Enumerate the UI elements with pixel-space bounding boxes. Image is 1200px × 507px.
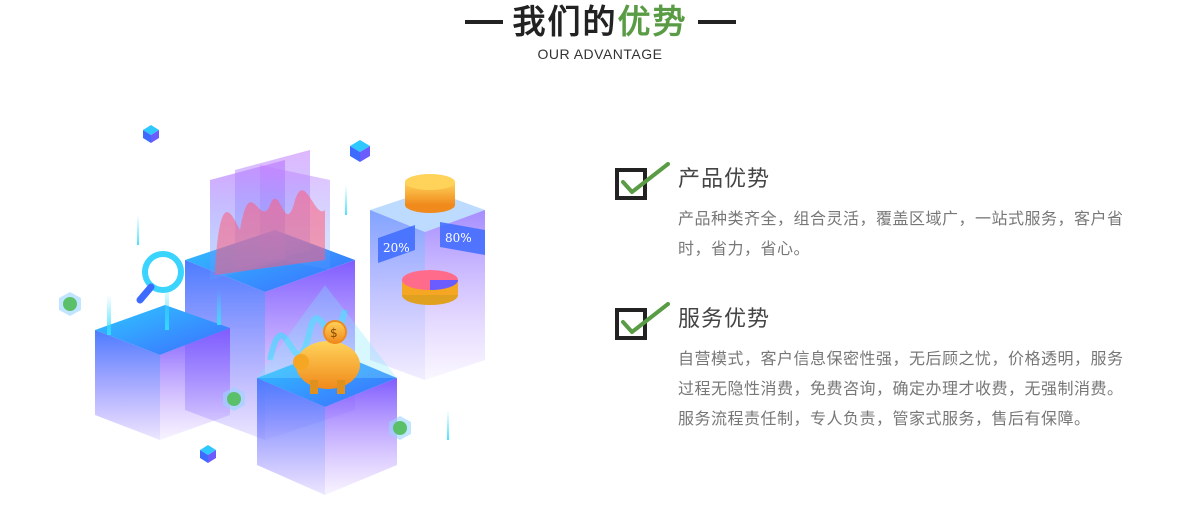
floating-coin-icon <box>389 416 411 440</box>
left-cube <box>95 285 230 440</box>
feature-product-advantage: 产品优势 产品种类齐全，组合灵活，覆盖区域广，一站式服务，客户省时，省力，省心。 <box>614 160 1154 264</box>
floating-coin-icon <box>223 387 245 411</box>
features-list: 产品优势 产品种类齐全，组合灵活，覆盖区域广，一站式服务，客户省时，省力，省心。… <box>614 160 1154 434</box>
feature-service-advantage: 服务优势 自营模式，客户信息保密性强，无后顾之忧，价格透明，服务过程无隐性消费，… <box>614 300 1154 434</box>
section-header: 我们的优势 OUR ADVANTAGE <box>0 2 1200 62</box>
section-subtitle: OUR ADVANTAGE <box>537 46 663 62</box>
title-right-dash <box>697 20 736 24</box>
label-20-percent: 20% <box>383 241 410 255</box>
floating-cube-icon <box>350 140 370 162</box>
piggy-bank-cube: $ <box>257 285 397 495</box>
right-cube: 20% 80% <box>370 174 485 380</box>
piggy-bank-icon <box>293 341 360 394</box>
magnifier-icon <box>136 251 184 304</box>
floating-coin-icon <box>59 292 81 316</box>
checkbox-check-icon <box>615 302 670 340</box>
checkbox-check-icon <box>615 162 670 200</box>
title-left-dash <box>464 20 503 24</box>
feature-description: 产品种类齐全，组合灵活，覆盖区域广，一站式服务，客户省时，省力，省心。 <box>678 209 1124 258</box>
title-row: 我们的优势 <box>0 2 1200 42</box>
feature-title: 产品优势 <box>678 167 771 192</box>
isometric-finance-illustration: 20% 80% $ <box>59 125 485 495</box>
feature-title: 服务优势 <box>678 307 771 332</box>
feature-description: 自营模式，客户信息保密性强，无后顾之忧，价格透明，服务过程无隐性消费，免费咨询，… <box>678 349 1124 428</box>
dollar-coin-icon: $ <box>323 320 347 344</box>
title-main: 我们的 <box>512 2 618 41</box>
label-80-percent: 80% <box>445 231 472 245</box>
glass-chart-panels <box>210 150 330 280</box>
section-title: 我们的优势 <box>513 2 688 42</box>
floating-cube-icon <box>200 445 216 463</box>
coin-symbol: $ <box>330 326 338 340</box>
floating-cube-icon <box>143 125 159 143</box>
title-highlight: 优势 <box>617 2 688 41</box>
